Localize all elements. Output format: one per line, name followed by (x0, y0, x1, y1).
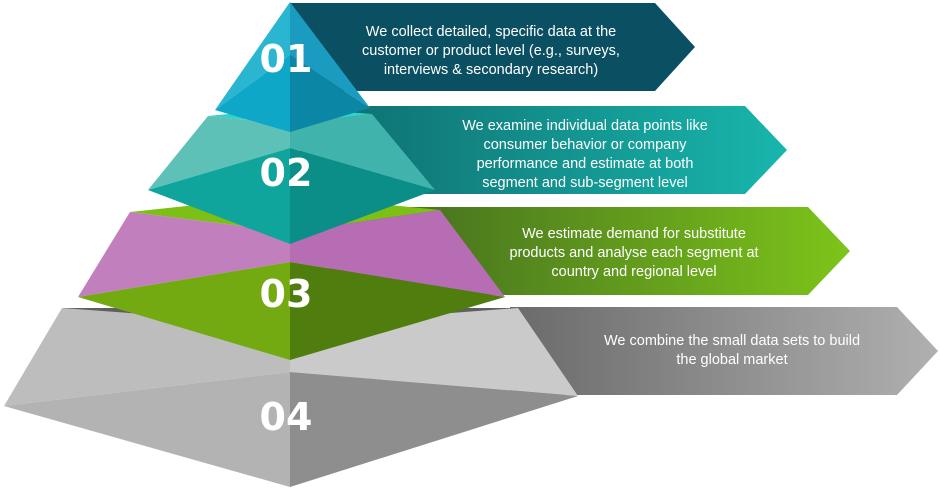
tier-1-banner (290, 3, 695, 91)
tier-1-text-line-2: customer or product level (e.g., surveys… (362, 43, 620, 59)
tier-3-text-line-3: country and regional level (551, 264, 716, 280)
tier-1-block (215, 2, 370, 132)
tier-2-text-line-4: segment and sub-segment level (482, 175, 688, 191)
tier-1-text-line-3: interviews & secondary research) (384, 62, 598, 78)
tier-4-number: 04 (260, 395, 313, 439)
tier-2-number: 02 (260, 151, 313, 195)
tier-4-banner (510, 307, 938, 395)
tier-2-text-line-1: We examine individual data points like (462, 118, 708, 134)
tier-3-text-line-1: We estimate demand for substitute (522, 226, 746, 242)
tier-1-number: 01 (260, 37, 313, 81)
tier-2-text-line-2: consumer behavior or company (483, 137, 687, 153)
tier-3-number: 03 (260, 272, 313, 316)
tier-4-text-line-1: We combine the small data sets to build (604, 333, 860, 349)
tier-1-text-line-1: We collect detailed, specific data at th… (366, 24, 616, 40)
tier-2-banner (300, 106, 787, 194)
tier-2-text-line-3: performance and estimate at both (477, 156, 694, 172)
tier-3-text-line-2: products and analyse each segment at (509, 245, 758, 261)
tier-4-text-line-2: the global market (676, 352, 787, 368)
